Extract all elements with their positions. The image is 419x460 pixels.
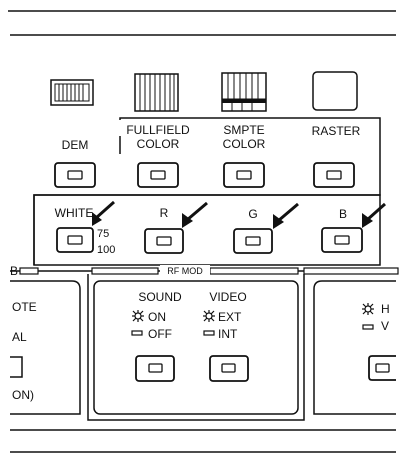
- b-button[interactable]: [321, 227, 363, 253]
- right-panel-fragment-v: V: [381, 319, 390, 333]
- sound-button[interactable]: [135, 355, 175, 382]
- raster-label: RASTER: [311, 124, 361, 138]
- b-pointer-arrow-icon: [362, 202, 386, 228]
- video-ext-lamp-led-lamp-icon: [203, 310, 215, 322]
- left-panel-line3: ON): [12, 388, 34, 402]
- dem-thumbnail-icon: [50, 79, 94, 106]
- white-button[interactable]: [56, 227, 94, 253]
- right-panel-outline: [313, 280, 396, 415]
- sound-on-label: ON: [148, 310, 166, 324]
- rf-mod-right-marker: [209, 267, 299, 275]
- right-panel-fragment-h: H: [381, 302, 390, 316]
- right-panel-button-inner: [375, 363, 390, 373]
- smpte-label-line2: COLOR: [222, 137, 266, 151]
- r-label: R: [159, 206, 169, 220]
- sound-off-label: OFF: [148, 327, 172, 341]
- right-panel-h-lamp-led-lamp-icon: [362, 303, 374, 315]
- right-panel-v-led-lamp-icon: [362, 324, 374, 330]
- fullfield-thumbnail-icon: [134, 73, 179, 112]
- raster-button[interactable]: [313, 162, 355, 188]
- video-int-label: INT: [218, 327, 238, 341]
- b-label: B: [338, 207, 347, 221]
- g-button[interactable]: [233, 228, 273, 254]
- left-tab-marker: [19, 267, 39, 275]
- raster-thumbnail-icon: [312, 71, 358, 111]
- r-pointer-arrow-icon: [182, 201, 208, 228]
- dem-label: DEM: [61, 138, 89, 152]
- dem-button[interactable]: [54, 162, 96, 188]
- r-button[interactable]: [144, 228, 184, 254]
- rf-mod-inner: [93, 280, 299, 415]
- left-panel-button-edge: [10, 356, 23, 378]
- rf-mod-outer: [87, 274, 305, 421]
- video-button[interactable]: [209, 355, 249, 382]
- sound-on-lamp-led-lamp-icon: [132, 310, 144, 322]
- left-panel-line2: AL: [12, 330, 27, 344]
- left-panel-top-fragment: B: [10, 264, 19, 278]
- smpte-thumbnail-icon: [221, 72, 267, 112]
- fullfield-label-line1: FULLFIELD: [126, 123, 190, 137]
- fullfield-label-line2: COLOR: [136, 137, 180, 151]
- right-tab-marker: [303, 267, 399, 275]
- right-panel-button-edge[interactable]: [368, 355, 396, 381]
- video-label: VIDEO: [209, 290, 247, 304]
- smpte-label-line1: SMPTE: [223, 123, 265, 137]
- fullfield-color-button[interactable]: [137, 162, 179, 188]
- white-level-75: 75: [97, 228, 110, 240]
- video-int-led-lamp-icon: [203, 330, 215, 336]
- g-label: G: [248, 207, 258, 221]
- g-pointer-arrow-icon: [273, 202, 299, 229]
- white-label: WHITE: [54, 206, 94, 220]
- video-ext-label: EXT: [218, 310, 242, 324]
- sound-off-led-lamp-icon: [131, 330, 143, 336]
- left-panel-outline: [10, 280, 81, 415]
- rf-mod-title: RF MOD: [160, 265, 210, 277]
- sound-label: SOUND: [138, 290, 182, 304]
- smpte-color-button[interactable]: [223, 162, 265, 188]
- left-panel-line1: OTE: [12, 300, 37, 314]
- white-level-100: 100: [97, 244, 116, 256]
- white-pointer-arrow-icon: [92, 200, 115, 226]
- rf-mod-left-marker: [91, 267, 159, 275]
